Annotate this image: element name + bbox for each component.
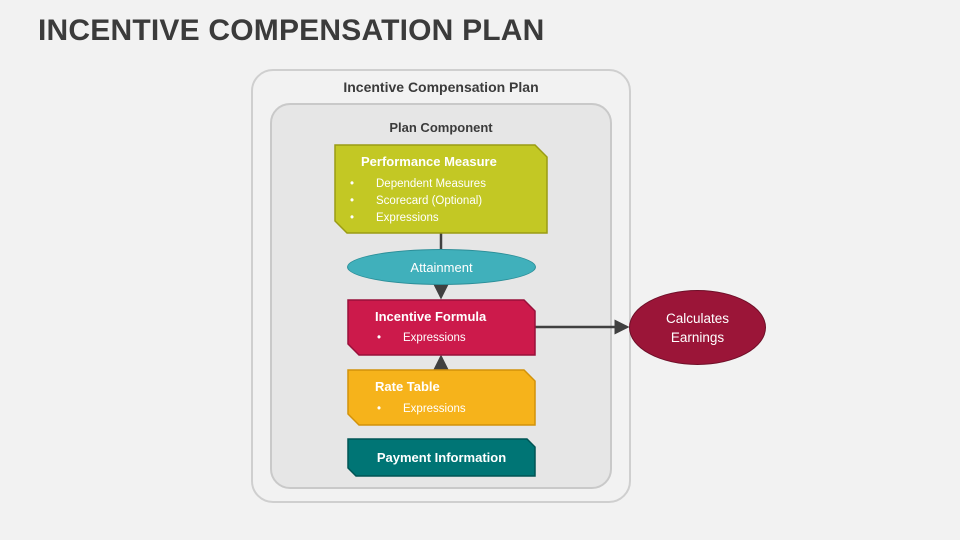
performance-measure-list: Dependent Measures Scorecard (Optional) … [350, 176, 486, 227]
payment-information-box: Payment Information [347, 438, 536, 477]
rate-table-title: Rate Table [375, 379, 440, 394]
attainment-oval: Attainment [347, 249, 536, 285]
list-item: Expressions [377, 401, 466, 418]
incentive-formula-list: Expressions [377, 330, 466, 347]
attainment-label: Attainment [410, 259, 473, 275]
rate-table-list: Expressions [377, 401, 466, 418]
list-item: Expressions [377, 330, 466, 347]
performance-measure-box: Performance Measure Dependent Measures S… [334, 144, 548, 234]
list-item: Scorecard (Optional) [350, 193, 486, 210]
incentive-formula-title: Incentive Formula [375, 309, 487, 324]
performance-measure-title: Performance Measure [361, 154, 497, 169]
calculates-earnings-oval: Calculates Earnings [629, 290, 766, 365]
page-title: INCENTIVE COMPENSATION PLAN [38, 14, 545, 47]
calculates-earnings-line1: Calculates [665, 310, 730, 326]
incentive-formula-box: Incentive Formula Expressions [347, 299, 536, 356]
calculates-earnings-line2: Earnings [670, 329, 725, 345]
rate-table-box: Rate Table Expressions [347, 369, 536, 426]
outer-container-label: Incentive Compensation Plan [343, 79, 539, 95]
list-item: Expressions [350, 210, 486, 227]
inner-container-label: Plan Component [389, 120, 493, 135]
list-item: Dependent Measures [350, 176, 486, 193]
payment-information-title: Payment Information [376, 450, 507, 465]
